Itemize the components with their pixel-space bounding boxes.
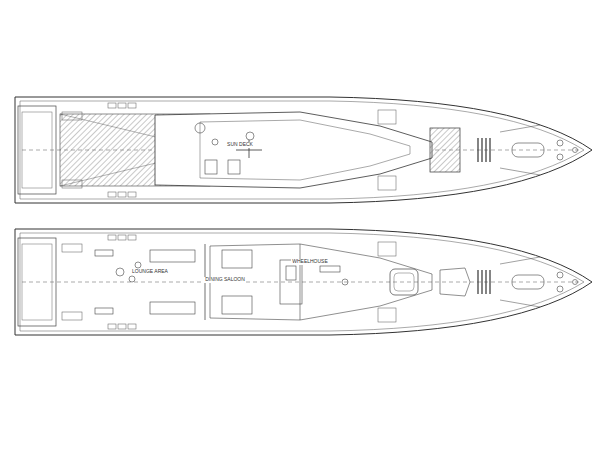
area-label: LOUNGE AREA (131, 269, 169, 275)
upper-deck-plan (15, 97, 592, 203)
main-deck-plan (15, 229, 592, 335)
area-label: DINING SALOON (204, 277, 246, 283)
area-label: WHEELHOUSE (291, 259, 329, 265)
area-label: SUN DECK (226, 142, 254, 148)
